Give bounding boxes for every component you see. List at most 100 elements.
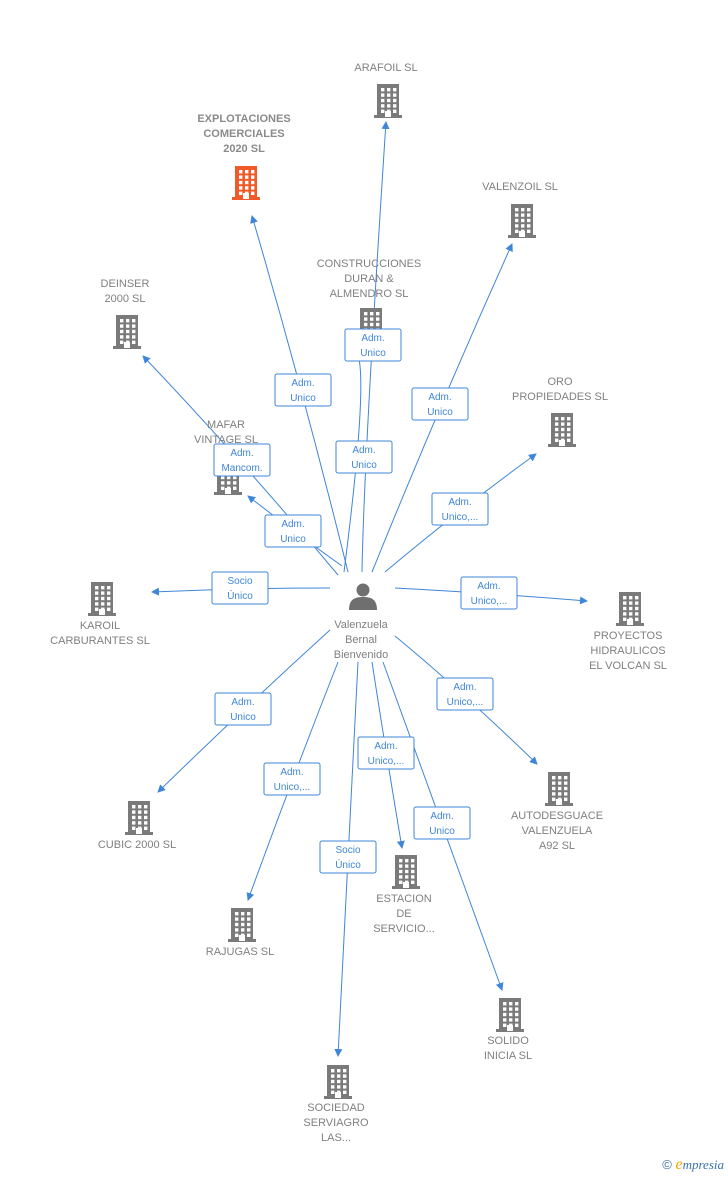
company-label-line: SERVICIO... [373, 923, 435, 935]
building-icon[interactable] [392, 855, 420, 889]
copyright-footer: © empresia [662, 1156, 724, 1174]
edge-label-construcciones[interactable]: Adm. Unico [344, 328, 402, 362]
company-label-line: EL VOLCAN SL [589, 660, 667, 672]
edge-label-box [263, 762, 321, 796]
edge-label-text: Adm. [448, 497, 471, 508]
edge-label-text: Unico [427, 407, 453, 418]
edge-label-text: Unico,... [368, 756, 405, 767]
edge-label-box [319, 840, 377, 874]
company-label: RAJUGAS SL [206, 946, 274, 958]
person-label-line: Bienvenido [334, 649, 388, 661]
edge-label-box [211, 571, 269, 605]
edge-label-text: Unico,... [442, 512, 479, 523]
building-icon[interactable] [228, 908, 256, 942]
company-label-line: CUBIC 2000 SL [98, 839, 176, 851]
edge-label-text: Adm. [361, 333, 384, 344]
company-label-line: ALMENDRO SL [330, 288, 409, 300]
building-icon[interactable] [113, 315, 141, 349]
edge-label-box [214, 692, 272, 726]
person-icon[interactable] [349, 583, 377, 611]
edge-label-text: Unico [429, 826, 455, 837]
company-label-line: KAROIL [80, 620, 120, 632]
edge-label-valenzoil[interactable]: Adm.Unico [411, 387, 469, 421]
company-label-line: RAJUGAS SL [206, 946, 274, 958]
edge-label-text: Unico [230, 712, 256, 723]
company-label: VALENZOIL SL [482, 181, 558, 193]
building-icon[interactable] [616, 592, 644, 626]
company-label-line: LAS... [321, 1132, 351, 1144]
edge-label-text: Socio [335, 845, 360, 856]
company-node-valenzoil[interactable]: VALENZOIL SL [482, 181, 558, 238]
edge-label-explotaciones[interactable]: Adm.Unico [274, 373, 332, 407]
company-node-karoil[interactable]: KAROIL CARBURANTES SL [50, 582, 150, 647]
company-label-line: SOLIDO [487, 1035, 529, 1047]
edge-label-estacion[interactable]: Adm.Unico,... [357, 736, 415, 770]
company-label-line: PROPIEDADES SL [512, 391, 608, 403]
company-label-line: AUTODESGUACE [511, 810, 603, 822]
company-label: KAROIL CARBURANTES SL [50, 620, 150, 647]
edge-label-solido[interactable]: Adm. Unico [413, 806, 471, 840]
edge-label-box [344, 328, 402, 362]
building-icon[interactable] [88, 582, 116, 616]
company-label-line: 2000 SL [105, 293, 146, 305]
company-label-line: A92 SL [539, 840, 575, 852]
company-label-line: ARAFOIL SL [354, 62, 417, 74]
edge-label-text: Adm. [230, 448, 253, 459]
edge-label-oro[interactable]: Adm. Unico,... [431, 492, 489, 526]
nodes-layer: ARAFOIL SL EXPLOTACIONES COMERCIALES 2020 S… [50, 62, 667, 1144]
company-label-line: EXPLOTACIONES [197, 113, 290, 125]
company-label-line: SERVIAGRO [303, 1117, 369, 1129]
building-icon[interactable] [374, 84, 402, 118]
edge-label-box [413, 806, 471, 840]
edge-label-deinser[interactable]: Adm.Mancom. [213, 443, 271, 477]
edge-label-text: Adm. [280, 767, 303, 778]
building-icon[interactable] [324, 1065, 352, 1099]
company-label-line: VALENZUELA [522, 825, 593, 837]
edge-label-box [335, 440, 393, 474]
brand-initial: e [675, 1156, 683, 1173]
company-label-line: 2020 SL [223, 143, 265, 155]
building-icon[interactable] [545, 772, 573, 806]
company-node-arafoil[interactable]: ARAFOIL SL [354, 62, 418, 118]
edge-label-mafar[interactable]: Adm.Unico [264, 514, 322, 548]
edge-label-text: Adm. [430, 811, 453, 822]
building-icon[interactable] [508, 204, 536, 238]
edge-label-autodesguace[interactable]: Adm.Unico,... [436, 677, 494, 711]
company-node-cubic[interactable]: CUBIC 2000 SL [98, 801, 176, 851]
company-node-autodesguace[interactable]: AUTODESGUACE VALENZUELA A92 SL [511, 772, 603, 852]
edge-label-text: Unico,... [471, 596, 508, 607]
company-label-line: CARBURANTES SL [50, 635, 150, 647]
edge-label-text: Unico [360, 348, 386, 359]
building-icon[interactable] [496, 998, 524, 1032]
building-icon[interactable] [125, 801, 153, 835]
building-icon[interactable] [548, 413, 576, 447]
edge-label-text: Unico [280, 534, 306, 545]
company-node-explotaciones[interactable]: EXPLOTACIONES COMERCIALES 2020 SL [197, 113, 291, 200]
building-icon[interactable] [232, 166, 260, 200]
edge-label-arafoil[interactable]: Adm.Unico [335, 440, 393, 474]
company-node-rajugas[interactable]: RAJUGAS SL [206, 908, 274, 958]
company-label-line: MAFAR [207, 419, 245, 431]
edge-label-text: Adm. [477, 581, 500, 592]
company-label-line: COMERCIALES [203, 128, 284, 140]
company-label: AUTODESGUACE VALENZUELA A92 SL [511, 810, 603, 852]
edge-label-text: Unico [290, 393, 316, 404]
company-label-line: HIDRAULICOS [590, 645, 665, 657]
company-label-line: VINTAGE SL [194, 434, 258, 446]
edge-label-proyectos[interactable]: Adm. Unico,... [460, 576, 518, 610]
edge-label-cubic[interactable]: Adm.Unico [214, 692, 272, 726]
edge-label-rajugas[interactable]: Adm.Unico,... [263, 762, 321, 796]
